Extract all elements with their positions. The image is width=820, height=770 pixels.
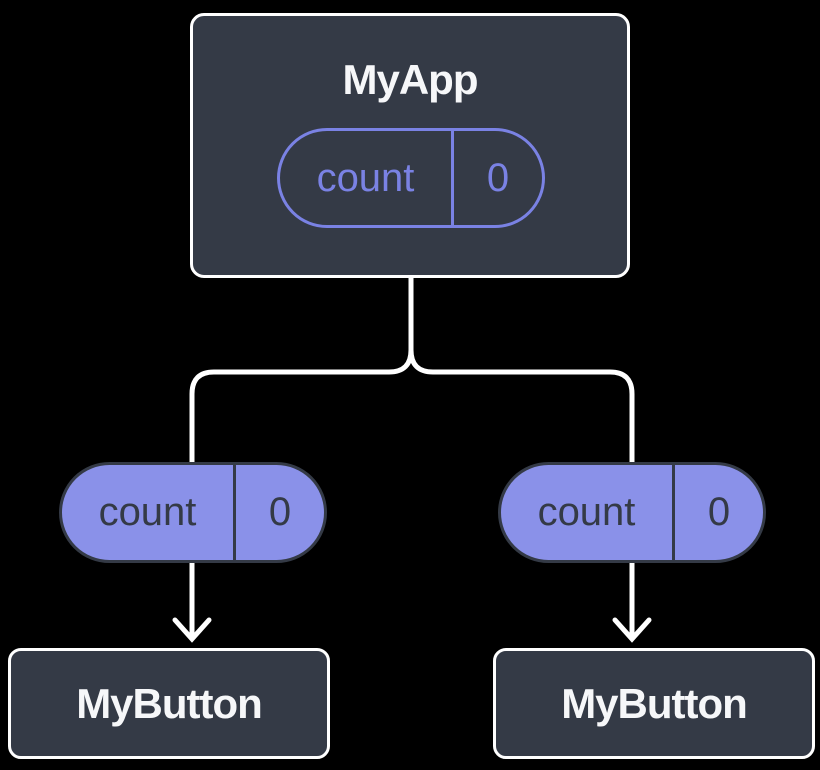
root-node-title: MyApp	[342, 56, 479, 103]
child-node-right-title: MyButton	[561, 679, 748, 727]
root-state-pill: count 0	[277, 128, 545, 228]
prop-pill-right-divider	[672, 465, 675, 560]
prop-pill-left: count 0	[59, 462, 327, 563]
arrowhead-right-icon	[612, 617, 652, 643]
child-node-mybutton-right: MyButton	[493, 648, 815, 759]
state-pill-value: 0	[486, 155, 510, 200]
root-node-myapp: MyApp count 0	[190, 13, 630, 278]
state-pill-divider	[451, 131, 454, 225]
prop-pill-right: count 0	[498, 462, 766, 563]
arrowhead-left-icon	[172, 617, 212, 643]
prop-pill-left-label: count	[98, 490, 197, 534]
prop-pill-left-divider	[233, 465, 236, 560]
branch-line-left	[189, 277, 414, 463]
state-pill-label: count	[316, 155, 415, 200]
branch-line-right	[408, 349, 635, 463]
child-node-left-title: MyButton	[76, 679, 263, 727]
child-node-mybutton-left: MyButton	[8, 648, 330, 759]
prop-pill-right-value: 0	[707, 490, 731, 534]
prop-pill-right-label: count	[537, 490, 636, 534]
prop-pill-left-value: 0	[268, 490, 292, 534]
